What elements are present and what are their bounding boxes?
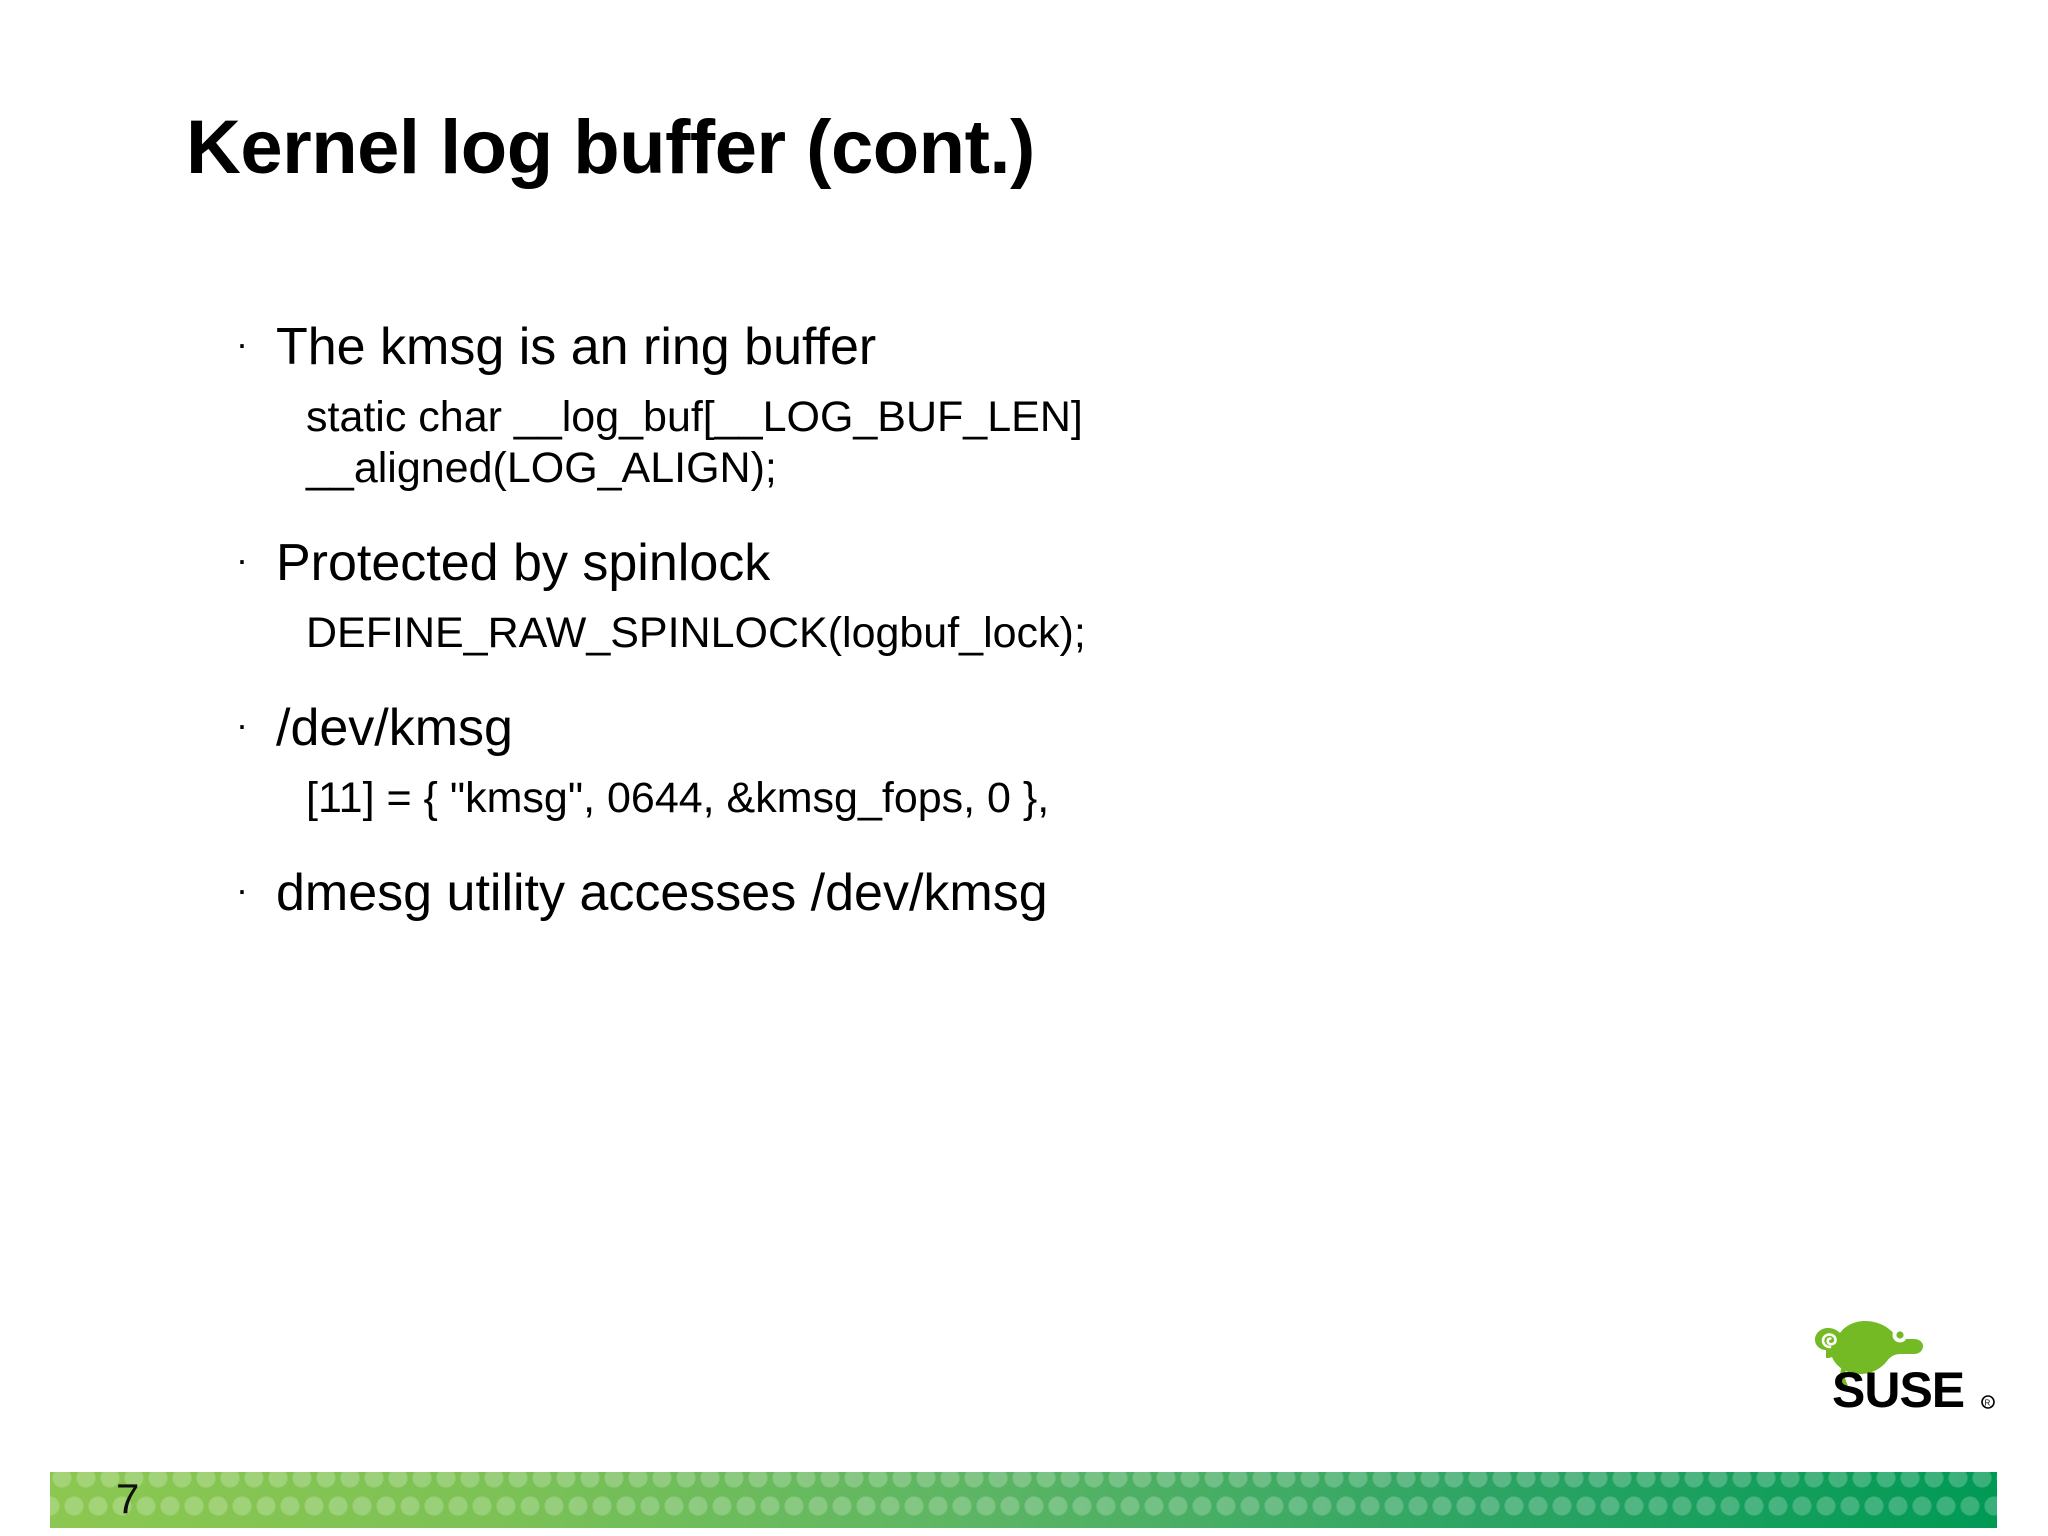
bullet-marker-icon: ·: [236, 538, 248, 580]
bullet-item: · Protected by spinlock: [236, 534, 1736, 592]
bullet-item: · dmesg utility accesses /dev/kmsg: [236, 864, 1736, 922]
svg-text:SUSE: SUSE: [1832, 1362, 1964, 1418]
page-title: Kernel log buffer (cont.): [186, 105, 1035, 190]
suse-logo: SUSE R: [1808, 1306, 2008, 1418]
bullet-marker-icon: ·: [236, 703, 248, 745]
slide-body: · The kmsg is an ring buffer static char…: [236, 318, 1736, 922]
bullet-marker-icon: ·: [236, 868, 248, 910]
bullet-item: · /dev/kmsg: [236, 699, 1736, 757]
bullet-label: /dev/kmsg: [276, 698, 513, 757]
bullet-label: Protected by spinlock: [276, 533, 771, 592]
bullet-label: dmesg utility accesses /dev/kmsg: [276, 863, 1048, 922]
footer-bar: 7: [50, 1472, 1997, 1528]
page-number: 7: [116, 1475, 140, 1523]
code-snippet: DEFINE_RAW_SPINLOCK(logbuf_lock);: [306, 608, 1086, 657]
suse-wordmark: SUSE R: [1832, 1362, 1995, 1418]
bullet-label: The kmsg is an ring buffer: [276, 318, 877, 376]
code-snippet: static char __log_buf[__LOG_BUF_LEN] __a…: [306, 393, 1095, 492]
svg-text:R: R: [1985, 1399, 1991, 1408]
code-snippet: [11] = { "kmsg", 0644, &kmsg_fops, 0 },: [306, 773, 1050, 822]
chameleon-icon: [1815, 1321, 1923, 1388]
bullet-item: · The kmsg is an ring buffer: [236, 318, 1736, 376]
bullet-marker-icon: ·: [236, 323, 248, 364]
